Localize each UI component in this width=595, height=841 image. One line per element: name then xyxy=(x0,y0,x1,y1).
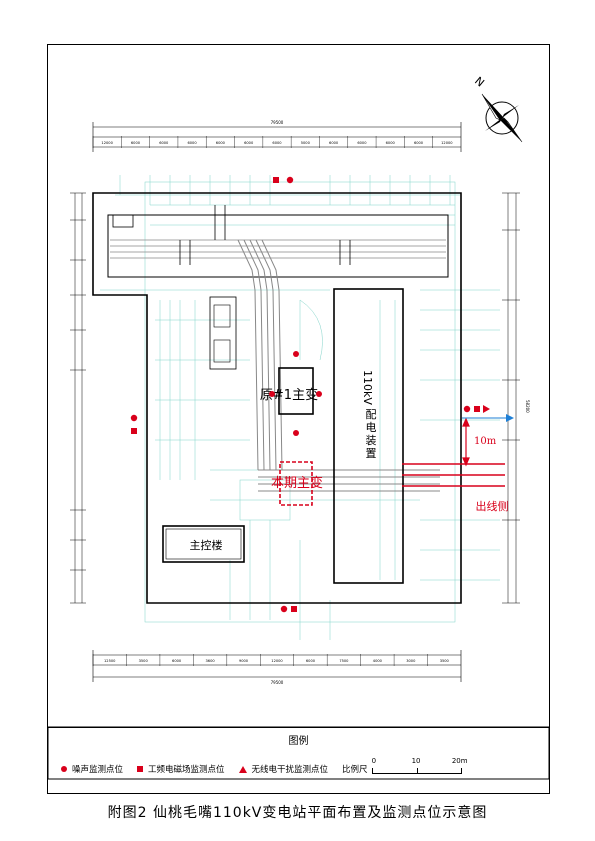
dimension-segment-label: 12000 xyxy=(271,659,283,663)
bottom-total-dimension: 79500 xyxy=(271,680,284,685)
equipment-cabinet xyxy=(209,296,237,370)
dimension-segment-label: 3000 xyxy=(406,659,416,663)
distribution-label-char: 电 xyxy=(366,421,377,434)
dimension-segment-label: 12000 xyxy=(101,141,113,145)
emf-marker-icon xyxy=(137,766,144,772)
control-building-label: 主控楼 xyxy=(190,538,223,552)
right-total-dimension: 58200 xyxy=(525,400,530,413)
dimension-segment-label: 6000 xyxy=(187,141,197,145)
distance-label: 10m xyxy=(474,436,497,447)
noise-point-south xyxy=(280,605,288,613)
distribution-label-latin: 110kV xyxy=(361,370,374,405)
right-dimension xyxy=(502,192,520,604)
north-arrow: N xyxy=(472,74,523,143)
distribution-box xyxy=(333,288,404,584)
dimension-segment-label: 9000 xyxy=(239,659,249,663)
distribution-label-char: 置 xyxy=(366,447,377,460)
dimension-segment-label: 6000 xyxy=(306,659,316,663)
legend-noise: 噪声监测点位 xyxy=(61,763,123,775)
radio-point-east xyxy=(483,405,490,413)
dimension-segment-label: 6000 xyxy=(216,141,226,145)
east-marker-leader xyxy=(462,414,514,422)
legend-scale: 比例尺 0 10 20m xyxy=(342,757,468,776)
legend-title: 图例 xyxy=(288,736,309,747)
noise-point-north xyxy=(286,176,294,184)
noise-marker-icon xyxy=(61,766,67,772)
connection-lines xyxy=(237,239,440,492)
distribution-label-char: 配 xyxy=(366,408,377,421)
dimension-segment-label: 6000 xyxy=(329,141,339,145)
noise-point-east xyxy=(463,405,471,413)
drawing-frame xyxy=(47,44,550,794)
noise-point-t1-east xyxy=(316,391,322,397)
busbar-equipment xyxy=(112,205,351,265)
new-transformer-label: 本期主变 xyxy=(271,475,323,491)
noise-point-t1-south xyxy=(293,430,299,436)
dimension-segment-label: 12000 xyxy=(441,141,453,145)
dimension-segment-label: 4000 xyxy=(373,659,383,663)
left-dimension xyxy=(70,192,86,604)
legend: 图例 噪声监测点位 工频电磁场监测点位 无线电干扰监测点位 比例尺 0 10 2… xyxy=(47,727,550,779)
dimension-segment-label: 7500 xyxy=(339,659,349,663)
north-busbar xyxy=(107,214,449,278)
dimension-segment-label: 6000 xyxy=(272,141,282,145)
control-building xyxy=(162,525,245,563)
dimension-segment-label: 6000 xyxy=(172,659,182,663)
scale-bar: 0 10 20m xyxy=(371,757,468,776)
dimension-segment-label: 6000 xyxy=(159,141,169,145)
outgoing-lines xyxy=(402,463,505,487)
distribution-label-char: 装 xyxy=(366,434,377,447)
dimension-segment-label: 5000 xyxy=(301,141,311,145)
emf-point-west xyxy=(131,428,137,434)
dimension-segment-label: 3500 xyxy=(139,659,149,663)
dimension-segment-label: 6000 xyxy=(357,141,367,145)
dimension-segment-label: 6000 xyxy=(131,141,141,145)
legend-row: 噪声监测点位 工频电磁场监测点位 无线电干扰监测点位 比例尺 0 10 20m xyxy=(61,757,468,776)
north-label: N xyxy=(472,74,487,89)
bottom-dimension xyxy=(92,650,462,682)
outgoing-side-label: 出线侧 xyxy=(476,499,509,513)
dimension-segment-label: 12500 xyxy=(104,659,116,663)
site-boundary xyxy=(92,192,462,604)
noise-point-t1-north xyxy=(293,351,299,357)
monitoring-points xyxy=(130,176,490,613)
busbar-lines xyxy=(110,239,446,259)
top-dimension xyxy=(92,122,462,152)
equipment-drawing xyxy=(100,175,500,640)
radio-marker-icon xyxy=(238,765,247,773)
dimension-segment-label: 6000 xyxy=(244,141,254,145)
figure-caption: 附图2 仙桃毛嘴110kV变电站平面布置及监测点位示意图 xyxy=(107,805,488,821)
top-segment-labels: 12000 6000 6000 6000 6000 6000 6000 5000 6000 600… xyxy=(92,136,453,148)
new-transformer-box xyxy=(279,461,313,506)
emf-point-north xyxy=(273,177,279,183)
legend-radio: 无线电干扰监测点位 xyxy=(238,763,328,775)
dimension-segment-label: 3500 xyxy=(440,659,450,663)
emf-point-east xyxy=(474,406,480,412)
noise-point-west xyxy=(130,414,138,422)
emf-point-south xyxy=(291,606,297,612)
noise-point-t1-west xyxy=(269,391,275,397)
distance-arrow xyxy=(462,417,470,467)
dimension-segment-label: 3600 xyxy=(206,659,216,663)
top-total-dimension: 79500 xyxy=(271,120,284,125)
dimension-segment-label: 6000 xyxy=(386,141,396,145)
transformer-1-label: 原#1主变 xyxy=(260,387,318,403)
transformer-1-box xyxy=(278,367,314,415)
bottom-segment-labels: 12500 3500 6000 3600 9000 12000 6000 7500 4000 30… xyxy=(92,654,450,666)
legend-emf: 工频电磁场监测点位 xyxy=(137,763,225,775)
dimension-segment-label: 6000 xyxy=(414,141,424,145)
